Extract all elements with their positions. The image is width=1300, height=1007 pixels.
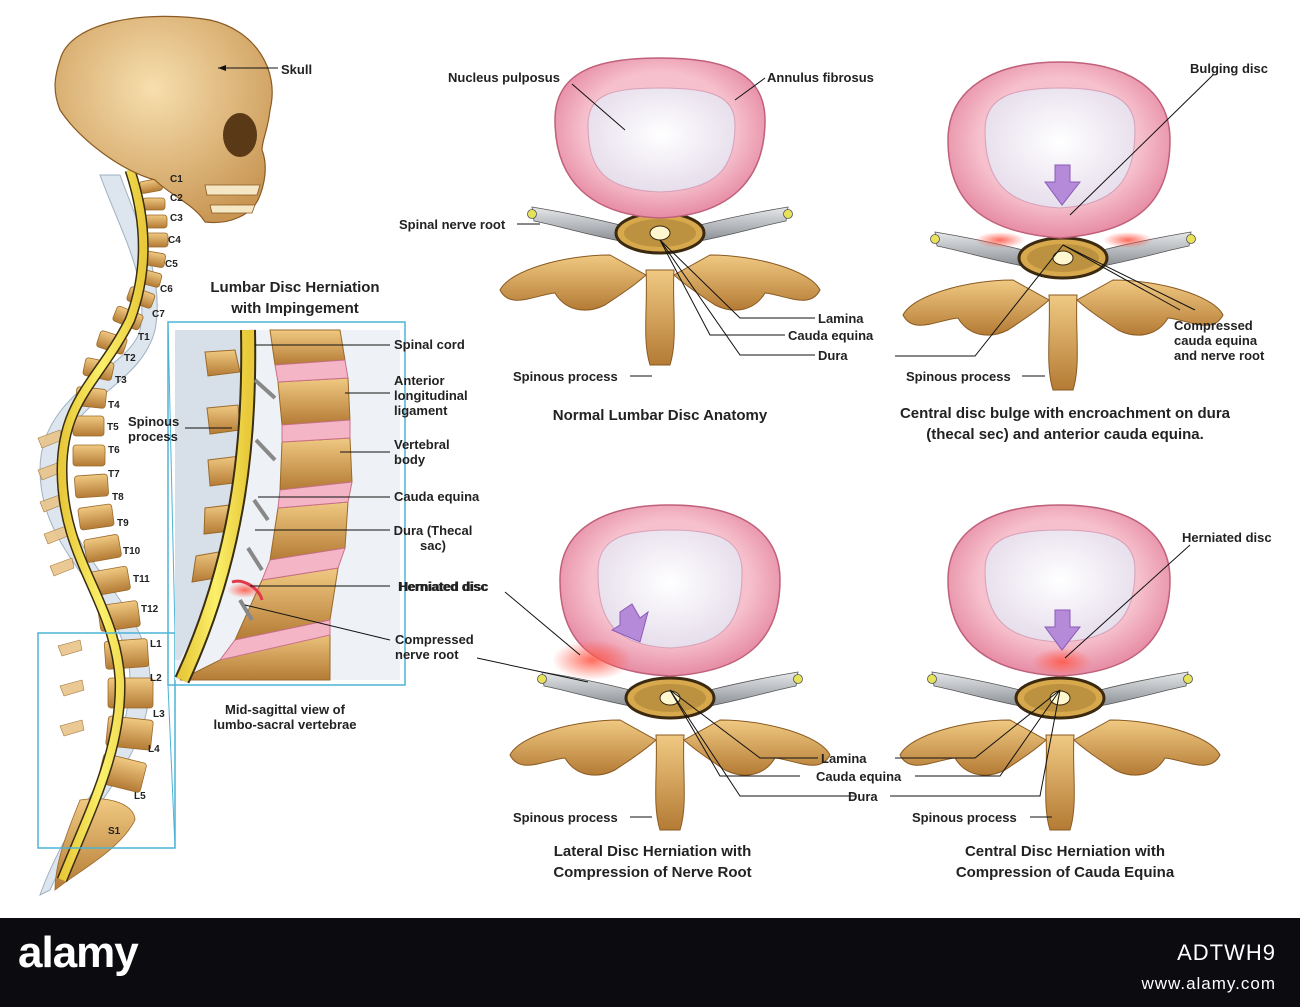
panel-bulge-illustration [901,61,1225,392]
annulus-label: Annulus fibrosus [767,70,874,85]
vertebra-label: C5 [165,259,178,270]
watermark-footer: alamy ADTWH9 www.alamy.com [0,918,1300,1007]
anterior-ligament-label: Anterior longitudinal ligament [394,373,468,418]
sagittal-herniated-label: Herniated disc [398,579,488,594]
vertebra-label: T6 [108,445,120,456]
lumbar-frame-large [167,321,406,686]
vertebral-body-label: Vertebral body [394,437,450,467]
nucleus-label: Nucleus pulposus [448,70,560,85]
anatomy-illustration [37,15,1225,897]
sagittal-compressed-root-label: Compressed nerve root [395,632,474,662]
spinal-nerve-root-label: Spinal nerve root [399,217,506,232]
sagittal-cauda-label: Cauda equina [394,489,480,504]
normal-cauda-label: Cauda equina [788,328,874,343]
leader-lines [185,74,1214,818]
vertebra-label: L2 [150,673,162,684]
vertebra-label: T3 [115,375,127,386]
image-code: ADTWH9 [1177,940,1276,965]
vertebra-label: T12 [141,604,159,615]
lateral-dura-label: Dura [848,789,878,804]
vertebra-label: L3 [153,709,165,720]
panel-normal-illustration [498,57,822,367]
lateral-lamina-label: Lamina [821,751,867,766]
vertebra-label: L1 [150,639,162,650]
lateral-cauda-label: Cauda equina [816,769,902,784]
normal-lamina-label: Lamina [818,311,864,326]
bulge-compressed-label: Compressed cauda equina and nerve root [1174,318,1265,363]
vertebra-label: C7 [152,309,165,320]
central-herniated-label: Herniated disc [1182,530,1272,545]
vertebra-label: C3 [170,213,183,224]
dura-thecal-label: Dura (Thecal sac) [393,523,473,553]
vertebra-label: C6 [160,284,173,295]
bulge-spinous-label: Spinous process [906,369,1011,384]
vertebra-label: S1 [108,826,121,837]
bulging-disc-label: Bulging disc [1190,61,1268,76]
sagittal-spinous-label: Spinous process [128,414,180,444]
vertebra-label: T4 [108,400,120,411]
vertebra-label: T7 [108,469,120,480]
sagittal-caption: Mid-sagittal view of lumbo-sacral verteb… [213,702,357,732]
vertebra-label: C4 [168,235,181,246]
central-spinous-label: Spinous process [912,810,1017,825]
lateral-caption: Lateral Disc Herniation with Compression… [553,843,752,881]
vertebra-label: T11 [133,574,150,585]
vertebra-label: T10 [123,546,141,557]
vertebra-label: T1 [138,332,150,343]
alamy-logo: alamy [18,928,139,977]
skull-label: Skull [281,62,313,77]
normal-spinous-label: Spinous process [513,369,618,384]
central-caption: Central Disc Herniation with Compression… [955,843,1175,881]
panel-lateral-illustration [508,504,832,832]
vertebra-label: T5 [107,422,119,433]
vertebra-label: T8 [112,492,124,503]
spinal-cord-label: Spinal cord [394,337,465,352]
vertebra-label: C1 [170,174,183,185]
normal-dura-label: Dura [818,348,848,363]
normal-caption: Normal Lumbar Disc Anatomy [552,407,768,424]
lumbar-frame-small [37,632,176,849]
vertebra-label: T2 [124,353,136,364]
vertebra-label: L5 [134,791,146,802]
vertebra-label: T9 [117,518,129,529]
sagittal-title: Lumbar Disc Herniation with Impingement [210,279,380,317]
vertebra-label: C2 [170,193,183,204]
lateral-spinous-label: Spinous process [513,810,618,825]
spine-column-illustration [37,15,278,897]
site-url: www.alamy.com [1141,974,1276,993]
sagittal-view-illustration [174,329,400,684]
panel-central-illustration [898,504,1222,832]
vertebra-label: L4 [148,744,160,755]
bulge-caption: Central disc bulge with encroachment on … [899,405,1231,443]
lateral-herniated-label: Herniated disc [399,579,489,594]
